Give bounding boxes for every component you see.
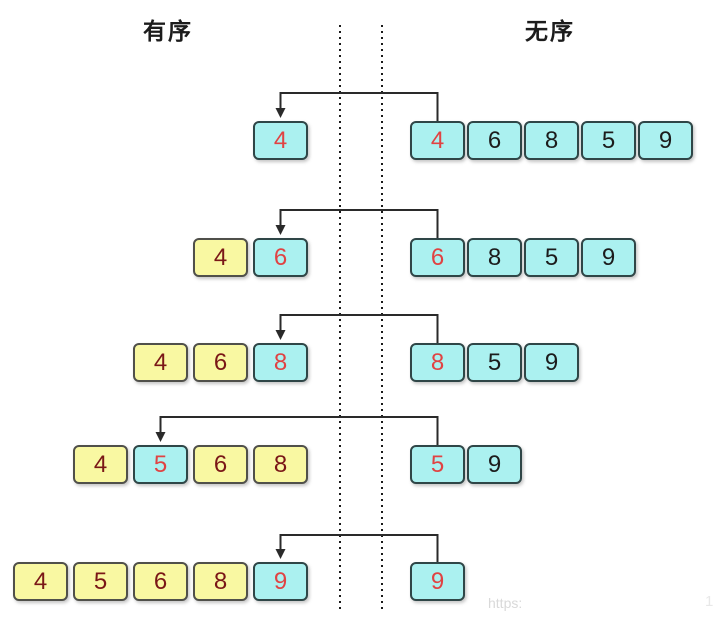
unsorted-cell: 4 — [410, 121, 465, 160]
unsorted-cell: 8 — [524, 121, 579, 160]
sorted-cell: 6 — [193, 343, 248, 382]
unsorted-cell: 5 — [581, 121, 636, 160]
unsorted-cell: 5 — [524, 238, 579, 277]
sorted-cell: 5 — [73, 562, 128, 601]
unsorted-cell: 5 — [467, 343, 522, 382]
unsorted-cell: 9 — [467, 445, 522, 484]
unsorted-cell: 8 — [467, 238, 522, 277]
unsorted-cell: 8 — [410, 343, 465, 382]
sorted-cell: 5 — [133, 445, 188, 484]
unsorted-cell: 9 — [638, 121, 693, 160]
sorted-cell: 4 — [13, 562, 68, 601]
move-arrow — [155, 416, 439, 445]
unsorted-cell: 9 — [524, 343, 579, 382]
move-arrow — [275, 92, 439, 121]
sorted-cell: 4 — [253, 121, 308, 160]
sorted-cell: 6 — [133, 562, 188, 601]
sorted-cell: 8 — [253, 445, 308, 484]
sorted-cell: 8 — [193, 562, 248, 601]
watermark-text: https: — [488, 595, 523, 611]
move-arrow — [275, 534, 439, 562]
watermark-fragment: 1 — [705, 593, 714, 610]
sorted-cell: 9 — [253, 562, 308, 601]
unsorted-cell: 9 — [581, 238, 636, 277]
move-arrow — [275, 314, 439, 343]
sorted-cell: 6 — [193, 445, 248, 484]
unsorted-cell: 6 — [410, 238, 465, 277]
unsorted-cell: 9 — [410, 562, 465, 601]
sorted-cell: 8 — [253, 343, 308, 382]
sorted-cell: 6 — [253, 238, 308, 277]
unsorted-cell: 6 — [467, 121, 522, 160]
move-arrow — [275, 209, 439, 238]
sorted-cell: 4 — [193, 238, 248, 277]
unsorted-cell: 5 — [410, 445, 465, 484]
sorted-label: 有序 — [143, 18, 193, 44]
sorted-cell: 4 — [73, 445, 128, 484]
unsorted-label: 无序 — [525, 18, 575, 44]
sorted-cell: 4 — [133, 343, 188, 382]
